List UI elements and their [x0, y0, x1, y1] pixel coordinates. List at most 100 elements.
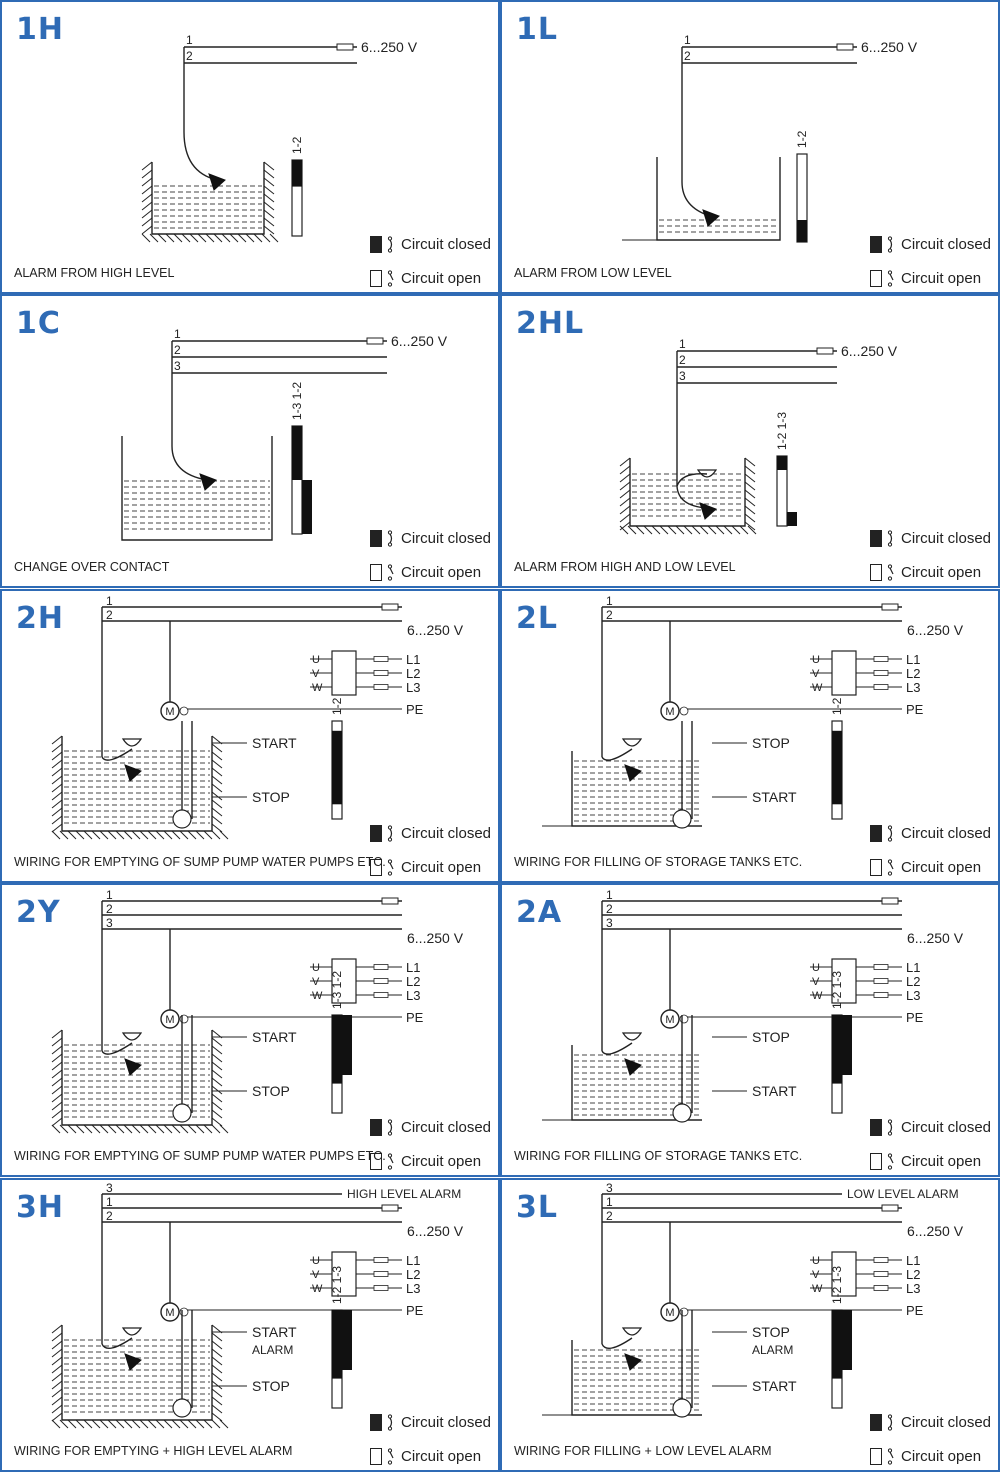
panel-code: 2H	[16, 600, 64, 636]
floor-hatch	[91, 830, 101, 840]
line-label: L3	[906, 680, 920, 695]
wall-hatch	[744, 490, 756, 499]
panel-caption: ALARM FROM HIGH LEVEL	[14, 266, 175, 280]
wall-hatch	[211, 1372, 223, 1381]
floor-hatch	[67, 830, 77, 840]
pump-icon	[672, 1103, 692, 1123]
wall-hatch	[51, 1364, 63, 1373]
floor-hatch	[203, 1419, 213, 1428]
floor-hatch	[155, 830, 165, 840]
legend-swatch	[370, 858, 382, 876]
legend-closed: Circuit closed	[870, 236, 991, 253]
pump-icon	[172, 1397, 192, 1418]
legend-open: Circuit open	[870, 858, 981, 876]
floor-hatch	[171, 1124, 181, 1134]
panel-code: 1C	[16, 306, 61, 342]
motor-icon	[160, 701, 180, 721]
level-bar-fill	[832, 1309, 842, 1379]
floor-hatch	[75, 1419, 85, 1428]
contactor-icon	[331, 1250, 357, 1297]
line-label: L1	[406, 652, 420, 667]
wire-number: 1	[684, 33, 691, 47]
legend-closed: Circuit closed	[370, 824, 491, 842]
line-label: L2	[906, 666, 920, 681]
wall-hatch	[619, 482, 631, 491]
start-stop-label: START	[252, 735, 297, 751]
panel-code: 2A	[516, 895, 563, 931]
fuse-icon	[381, 897, 399, 905]
wall-hatch	[51, 1396, 63, 1405]
floor-hatch	[221, 233, 231, 243]
wall-hatch	[141, 185, 153, 195]
floor-hatch	[91, 1419, 101, 1428]
panel-code: 1H	[16, 12, 64, 47]
panel-caption: ALARM FROM HIGH AND LOW LEVEL	[514, 560, 736, 575]
wall-hatch	[51, 1348, 63, 1357]
contactor-icon	[331, 650, 357, 696]
floor-hatch	[107, 1419, 117, 1428]
legend-label: Circuit open	[401, 1153, 482, 1171]
legend-label: Circuit closed	[901, 824, 992, 842]
panel-code: 3L	[516, 1189, 558, 1225]
wire-number: 1	[186, 33, 193, 47]
wall-hatch	[263, 185, 275, 195]
line-label: L1	[906, 960, 920, 975]
line-label: L2	[406, 974, 420, 989]
voltage-label: 6...250 V	[361, 39, 418, 55]
floor-hatch	[99, 1419, 109, 1428]
wire-number: 3	[106, 1181, 113, 1195]
wall-hatch	[619, 514, 631, 523]
legend-closed: Circuit closed	[370, 530, 491, 548]
floor-hatch	[187, 830, 197, 840]
floor-hatch	[139, 830, 149, 840]
floor-hatch	[213, 233, 223, 243]
floor-hatch	[715, 526, 725, 535]
float-cable	[171, 341, 208, 482]
level-bar-fill	[302, 480, 312, 535]
wall-hatch	[744, 498, 756, 507]
wall-hatch	[744, 506, 756, 515]
legend-label: Circuit open	[401, 858, 482, 876]
float-switch-icon	[621, 1326, 643, 1336]
floor-hatch	[131, 1419, 141, 1428]
level-bar-fill	[842, 1309, 852, 1370]
level-bar-fill	[797, 220, 807, 242]
voltage-label: 6...250 V	[841, 343, 898, 359]
floor-hatch	[667, 526, 677, 535]
fuse-icon	[881, 897, 899, 905]
floor-hatch	[59, 1124, 69, 1134]
wall-hatch	[744, 458, 756, 467]
wall-hatch	[141, 201, 153, 211]
floor-hatch	[675, 526, 685, 535]
open-contact-icon	[387, 1447, 394, 1465]
phase-label: U	[312, 962, 320, 974]
fuse-icon	[873, 964, 889, 971]
floor-hatch	[171, 1419, 181, 1428]
legend-label: Circuit closed	[401, 1119, 492, 1137]
open-contact-icon	[387, 1153, 394, 1170]
float-switch-icon	[699, 502, 717, 521]
wall-hatch	[51, 1340, 63, 1349]
wire-number: 2	[606, 1209, 613, 1223]
alarm-line-label: LOW LEVEL ALARM	[847, 1187, 959, 1201]
float-cable	[183, 47, 218, 181]
wall-hatch	[51, 1053, 63, 1063]
legend-label: Circuit open	[901, 1153, 982, 1171]
wall-hatch	[51, 1085, 63, 1095]
motor-icon	[660, 1009, 680, 1029]
wall-hatch	[211, 783, 223, 793]
start-stop-label: STOP	[752, 1029, 790, 1045]
panel-code: 2Y	[16, 895, 61, 931]
fuse-icon	[881, 603, 899, 611]
fuse-icon	[373, 978, 389, 985]
float-cable	[101, 1337, 133, 1349]
wire-number: 3	[106, 916, 113, 930]
float-switch-icon	[208, 173, 226, 191]
wall-hatch	[51, 1332, 63, 1341]
panel-caption: WIRING FOR EMPTYING OF SUMP PUMP WATER P…	[14, 1149, 386, 1164]
wire-number: 2	[606, 608, 613, 622]
floor-hatch	[635, 526, 645, 535]
wall-hatch	[51, 1077, 63, 1087]
